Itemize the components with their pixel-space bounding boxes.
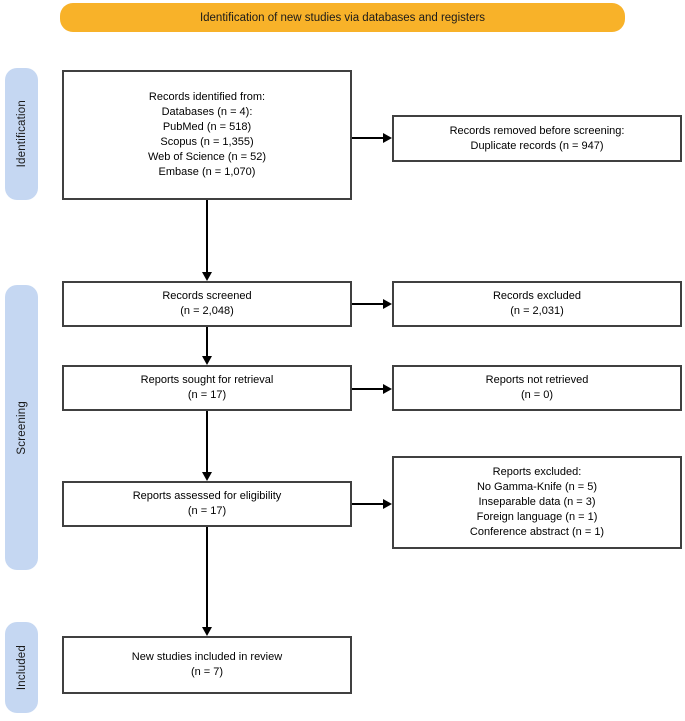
box-reports-excluded-line: Reports excluded: [492,466,582,478]
box-reports-not-retrieved-line: (n = 0) [520,389,554,401]
arrow-assessed-to-excluded-head-icon [383,499,392,509]
box-reports-sought-line: Reports sought for retrieval [140,374,274,386]
stage-identification-label: Identification [15,100,28,168]
arrow-screened-to-excluded-line [352,303,383,305]
box-reports-excluded-line: Inseparable data (n = 3) [478,496,596,508]
box-reports-not-retrieved-line: Reports not retrieved [485,374,589,386]
box-reports-excluded: Reports excluded: No Gamma-Knife (n = 5)… [392,456,682,549]
arrow-sought-to-notretrieved-head-icon [383,384,392,394]
stage-screening: Screening [5,285,38,570]
arrow-identified-to-screened-line [206,200,208,272]
arrow-identified-to-removed-head-icon [383,133,392,143]
box-records-removed-line: Duplicate records (n = 947) [470,139,604,152]
stage-identification: Identification [5,68,38,200]
arrow-assessed-to-excluded-line [352,503,383,505]
arrow-sought-to-assessed-head-icon [202,472,212,481]
box-records-identified-line: Scopus (n = 1,355) [160,136,254,148]
box-records-screened-line: (n = 2,048) [180,305,234,317]
box-records-removed-line: Records removed before screening: [449,124,625,137]
box-reports-not-retrieved: Reports not retrieved (n = 0) [392,365,682,411]
box-reports-excluded-line: Foreign language (n = 1) [476,511,598,523]
box-records-identified-line: PubMed (n = 518) [162,121,252,133]
arrow-screened-to-sought-head-icon [202,356,212,365]
banner: Identification of new studies via databa… [60,3,625,32]
box-new-studies-included: New studies included in review (n = 7) [62,636,352,694]
box-records-screened: Records screened (n = 2,048) [62,281,352,327]
box-reports-assessed-line: (n = 17) [187,505,227,517]
arrow-identified-to-removed-line [352,137,383,139]
arrow-screened-to-sought-line [206,327,208,356]
arrow-assessed-to-included-head-icon [202,627,212,636]
arrow-identified-to-screened-head-icon [202,272,212,281]
stage-included-label: Included [15,644,28,691]
box-reports-excluded-line: Conference abstract (n = 1) [469,526,605,538]
box-records-removed: Records removed before screening: Duplic… [392,115,682,162]
box-records-screened-line: Records screened [162,290,252,302]
box-new-studies-included-line: New studies included in review [131,651,283,663]
box-records-identified-line: Embase (n = 1,070) [158,166,256,178]
box-new-studies-included-line: (n = 7) [190,666,224,678]
arrow-sought-to-assessed-line [206,411,208,472]
box-records-identified-line: Records identified from: [148,91,266,103]
arrow-screened-to-excluded-head-icon [383,299,392,309]
box-records-identified: Records identified from: Databases (n = … [62,70,352,200]
box-reports-sought-line: (n = 17) [187,389,227,401]
arrow-assessed-to-included-line [206,527,208,627]
arrow-sought-to-notretrieved-line [352,388,383,390]
box-records-excluded-line: Records excluded [492,290,582,302]
banner-label: Identification of new studies via databa… [199,11,486,24]
box-reports-assessed-line: Reports assessed for eligibility [132,490,282,502]
box-records-identified-line: Databases (n = 4): [161,106,253,118]
box-records-identified-line: Web of Science (n = 52) [147,151,267,163]
stage-included: Included [5,622,38,713]
box-reports-excluded-line: No Gamma-Knife (n = 5) [476,481,598,493]
box-reports-sought: Reports sought for retrieval (n = 17) [62,365,352,411]
box-reports-assessed: Reports assessed for eligibility (n = 17… [62,481,352,527]
stage-screening-label: Screening [15,400,28,455]
box-records-excluded: Records excluded (n = 2,031) [392,281,682,327]
box-records-excluded-line: (n = 2,031) [510,305,564,317]
